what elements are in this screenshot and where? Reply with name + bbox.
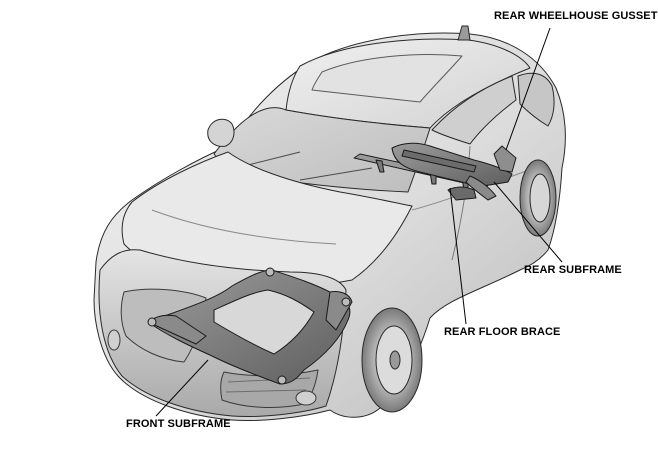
leader-line-rear-wheelhouse-gusset [505,27,551,151]
label-rear-floor-brace: REAR FLOOR BRACE [444,326,561,338]
leader-line-rear-floor-brace [449,187,467,325]
side-window-rear [517,72,555,127]
side-mirror [207,118,235,147]
rear-subframe-arm [465,175,497,201]
leader-lines [155,27,563,417]
sunroof [311,54,463,103]
hood-crease [151,209,337,245]
front-subframe-mount-2 [341,297,351,307]
front-subframe-mount-1 [265,267,275,277]
wheels [361,159,557,413]
label-front-subframe: FRONT SUBFRAME [126,418,231,430]
rear-wheelhouse-gusset-bracket [447,186,477,201]
leader-line-rear-subframe [493,181,563,263]
front-subframe-part [147,267,353,385]
label-rear-wheelhouse-gusset: REAR WHEELHOUSE GUSSET [494,10,658,22]
fog-light-right [295,390,317,406]
rear-wheelhouse-gusset-part [447,145,517,201]
label-rear-subframe: REAR SUBFRAME [524,264,622,276]
side-window-front [431,75,517,145]
front-subframe-cutout [213,289,315,355]
wiper-blade-right [299,167,373,181]
fog-light-left [107,329,121,351]
rear-subframe-part [391,142,513,201]
door-seam [451,145,471,261]
leader-line-front-subframe [155,359,209,417]
rear-subframe-crossmember [401,149,477,173]
front-subframe-mount-3 [147,317,157,327]
rear-wheelhouse-gusset-body [493,145,517,173]
front-subframe-mount-4 [277,375,287,385]
rear-rim [529,173,551,223]
car-body [93,25,566,421]
front-hub [389,350,401,370]
lower-grille-slat-2 [225,389,307,393]
roof-antenna [457,25,471,41]
rear-floor-brace-tab-1 [375,159,385,173]
